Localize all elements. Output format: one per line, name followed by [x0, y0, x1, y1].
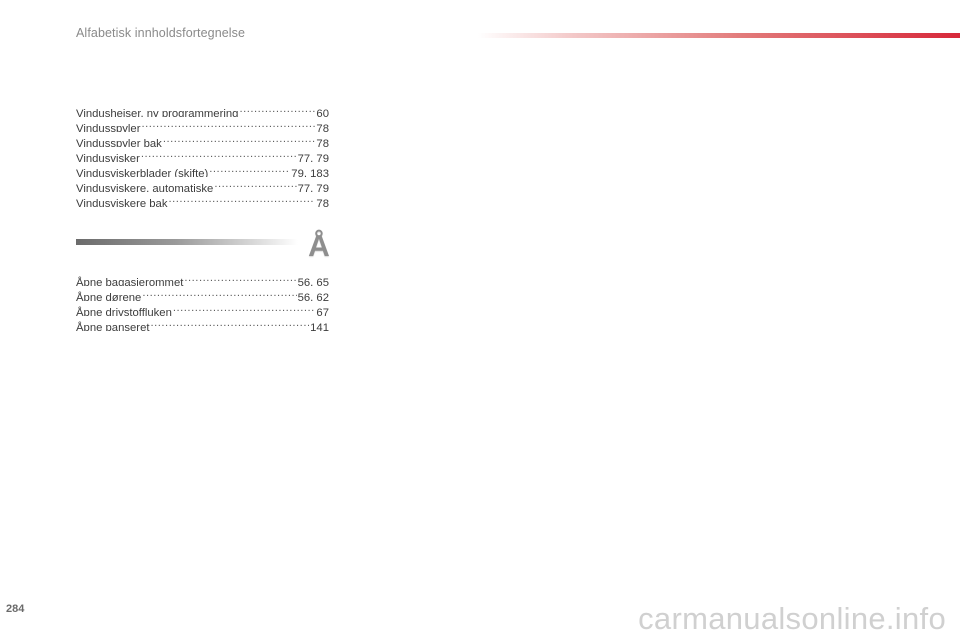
index-term: Åpne panseret — [76, 322, 150, 331]
index-entry: Vindusviskere bak 78 — [76, 192, 329, 207]
index-entry: Vindusspyler 78 — [76, 117, 329, 132]
index-pages: 77, 79 — [297, 153, 329, 162]
index-pages: 56, 62 — [297, 292, 329, 301]
page-number: 284 — [6, 603, 25, 615]
index-entry: Vindusviskerblader (skifte) 79, 183 — [76, 162, 329, 177]
dot-leader — [141, 117, 315, 132]
index-pages: 78 — [316, 123, 329, 132]
index-entry: Vindusspyler bak 78 — [76, 132, 329, 147]
index-term: Vindusviskere, automatiske — [76, 183, 214, 192]
index-pages: 78 — [316, 198, 329, 207]
index-section-aa: Åpne bagasjerommet 56, 65 Åpne dørene 56… — [76, 271, 329, 331]
index-term: Åpne dørene — [76, 292, 142, 301]
index-entry: Åpne drivstoffluken 67 — [76, 301, 329, 316]
dot-leader — [184, 271, 296, 286]
index-entry: Åpne dørene 56, 62 — [76, 286, 329, 301]
dot-leader — [151, 316, 310, 331]
dot-leader — [168, 192, 315, 207]
dot-leader — [209, 162, 290, 177]
dot-leader — [141, 147, 297, 162]
index-pages: 56, 65 — [297, 277, 329, 286]
index-term: Vindusspyler bak — [76, 138, 162, 147]
index-entry: Vindusviskere, automatiske 77, 79 — [76, 177, 329, 192]
index-term: Åpne drivstoffluken — [76, 307, 172, 316]
index-pages: 78 — [316, 138, 329, 147]
watermark: carmanualsonline.info — [638, 601, 946, 636]
dot-leader — [163, 132, 316, 147]
dot-leader — [142, 286, 296, 301]
page-title: Alfabetisk innholdsfortegnelse — [76, 26, 246, 40]
section-letter: Å — [308, 230, 330, 263]
index-term: Vindusviskerblader (skifte) — [76, 168, 209, 177]
index-entry: Åpne bagasjerommet 56, 65 — [76, 271, 329, 286]
index-pages: 77, 79 — [297, 183, 329, 192]
index-term: Vindusheiser, ny programmering — [76, 108, 239, 117]
section-divider-bar — [76, 239, 298, 245]
index-pages: 141 — [310, 322, 329, 331]
index-pages: 60 — [316, 108, 329, 117]
index-pages: 79, 183 — [291, 168, 329, 177]
index-term: Vindusspyler — [76, 123, 141, 132]
dot-leader — [214, 177, 296, 192]
dot-leader — [239, 102, 315, 117]
index-section-v: Vindusheiser, ny programmering 60 Vindus… — [76, 102, 329, 207]
index-term: Åpne bagasjerommet — [76, 277, 184, 286]
index-term: Vindusviskere bak — [76, 198, 168, 207]
index-entry: Vindusheiser, ny programmering 60 — [76, 102, 329, 117]
index-entry: Åpne panseret 141 — [76, 316, 329, 331]
index-pages: 67 — [316, 307, 329, 316]
header-accent-rule — [478, 33, 960, 38]
dot-leader — [173, 301, 316, 316]
index-entry: Vindusvisker 77, 79 — [76, 147, 329, 162]
index-term: Vindusvisker — [76, 153, 140, 162]
